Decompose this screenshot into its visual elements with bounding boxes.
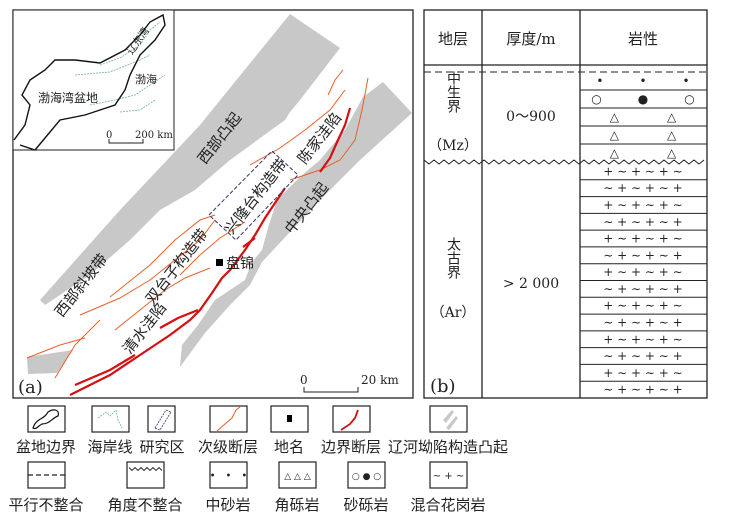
lithology-row-pattern: ∼ + ∼ + ∼ + [603,248,682,262]
legend-label-glutenite: 砂砾岩 [343,496,389,514]
minor-fault [109,214,216,298]
legend-label-study-area: 研究区 [139,438,185,456]
legend-label-boundary-fault: 边界断层 [320,438,381,456]
legend-label-uplift: 辽河坳陷构造凸起 [387,438,508,456]
minor-fault [26,337,86,359]
lithology-row-pattern: + ∼ + ∼ + ∼ [603,332,682,346]
boundary-fault [69,187,286,396]
lithology-row-pattern: △ △ [610,128,677,142]
legend-medium-sandstone-icon [209,461,248,489]
boundary-fault [242,237,256,248]
legend-place-name-icon [270,405,309,433]
minor-fault [114,267,211,331]
lithology-row-pattern: + ∼ + ∼ + ∼ [603,198,682,212]
stratigraphic-column: 地层 厚度/m 岩性 中生界 （Mz） 0～900 太古界 （Ar） > 2 0… [423,9,708,399]
header-strata: 地层 [438,30,468,48]
inset-scale-end: 200 km [135,130,173,141]
ar-code: （Ar） [431,305,476,321]
legend-label-migmatitic-granite: 混合花岗岩 [410,496,486,514]
angular-unconformity-line [423,159,705,165]
inset-label-basin: 渤海湾盆地 [38,90,98,105]
lithology-row-pattern: + ∼ + ∼ + ∼ [603,299,682,313]
boundary-faults [69,107,352,396]
label-panjin: 盘锦 [226,255,254,272]
panjin-marker-icon [216,259,223,266]
legend-label-minor-fault: 次级断层 [197,438,258,456]
lithology-row-pattern: + ∼ + ∼ + ∼ [603,265,682,279]
coastline [74,21,166,113]
header-thickness: 厚度/m [506,30,555,48]
legend-study-area-icon [147,405,176,433]
lithology-row-pattern: + ∼ + ∼ + ∼ [603,232,682,246]
legend-uplift-icon [429,405,468,433]
lithology-row-pattern: + ∼ + ∼ + ∼ [603,164,682,178]
legend-label-breccia: 角砾岩 [274,496,320,514]
scale-end: 20 km [361,373,399,387]
legend-minor-fault-icon [209,405,248,433]
legend-label-coastline: 海岸线 [87,438,133,456]
legend-breccia-icon [278,461,317,489]
legend-label-parallel-unconformity: 平行不整合 [8,496,84,514]
central-uplift-area [180,82,412,367]
map-panel: 盘锦 西部凸起 中央凸起 陈家洼陷 兴隆台构造带 双台子构造带 西部斜坡带 清水… [12,9,414,399]
southwest-uplift-area [27,350,73,374]
mz-code: （Mz） [428,138,478,154]
legend-coastline-icon [91,405,130,433]
boundary-fault [74,354,136,387]
mz-name: 中生界 [445,71,461,114]
inset-label-sea: 渤海 [135,72,157,86]
lithology-row-pattern: + ∼ + ∼ + ∼ [603,366,682,380]
map-scale-bar: 0 20 km [300,373,399,393]
legend-glutenite-icon [347,461,386,489]
legend-label-place-name: 地名 [273,438,304,456]
minor-fault [54,319,101,379]
ar-name: 太古界 [445,237,461,280]
legend-granite-symbol: ∼ + ∼ [433,471,465,482]
legend-dots-symbol: • • • [210,471,248,482]
mz-thickness: 0～900 [506,109,556,125]
scale-zero: 0 [300,373,308,387]
lithology-row-pattern: △ △ [610,110,677,124]
lithology-row-pattern: ∼ + ∼ + ∼ + [603,315,682,329]
lithology-row-pattern: ∼ + ∼ + ∼ + [603,215,682,229]
legend-angular-unconformity-icon [126,461,165,489]
west-uplift-area [40,14,340,305]
legend-label-basin-boundary: 盆地边界 [15,438,76,456]
inset-map: 渤海湾盆地 渤海 辽东湾 0 200 km [12,9,175,151]
minor-fault [289,77,369,181]
minor-fault [79,219,216,316]
legend-label-medium-sandstone: 中砂岩 [205,496,251,514]
panel-label-b: (b) [430,376,456,397]
legend-parallel-unconformity-icon [27,461,66,489]
legend-boundary-fault-icon [332,405,371,433]
lithology-row-pattern: ○ ● ○ [591,92,694,106]
legend-label-angular-unconformity: 角度不整合 [107,496,183,514]
lithology-row-pattern: ∼ + ∼ + ∼ + [603,181,682,195]
legend-basin-boundary-icon [27,405,66,433]
lithology-row-pattern: • • • [596,74,689,88]
legend-tri-symbol: △ △ △ [284,472,311,482]
lithology-row-pattern: ∼ + ∼ + ∼ + [603,349,682,363]
boundary-fault [319,107,352,173]
ar-thickness: > 2 000 [503,276,559,292]
basin-boundary [13,13,166,151]
lithology-row-pattern: △ △ [610,146,677,160]
legend-pebble-symbol: ○ ● ○ [352,472,381,482]
inset-scale-zero: 0 [106,130,112,141]
minor-fault [179,221,246,276]
legend: • • • △ △ △ ○ ● ○ ∼ + ∼ [27,405,468,489]
lithology-row-pattern: ∼ + ∼ + ∼ + [603,282,682,296]
header-lithology: 岩性 [628,30,658,48]
legend-migmatitic-granite-icon [429,461,468,489]
lithology-row-pattern: ∼ + ∼ + ∼ + [603,383,682,397]
minor-fault [327,69,344,96]
panel-label-a: (a) [18,377,43,398]
boundary-fault [159,308,199,329]
